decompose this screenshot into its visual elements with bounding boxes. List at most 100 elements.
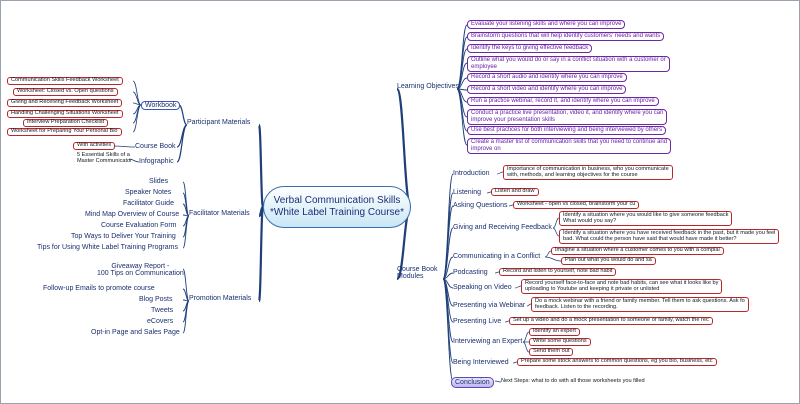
learning-objective-line: Brainstorm questions that will help iden… [471,33,661,39]
branch-course-book-modules[interactable]: Course Book Modules [397,266,437,281]
essential-skills-line2: Master Communicator [77,157,133,164]
leaf-follow-up-emails[interactable]: Follow-up Emails to promote course [43,285,155,292]
connector-note [496,171,504,175]
connector-note [486,191,492,194]
note-speaking-video[interactable]: Record yourself face-to-face and note ba… [521,279,723,294]
learning-objective-line: Conduct a practice live presentation, vi… [471,110,664,116]
module-asking-questions[interactable]: Asking Questions [453,202,508,209]
module-listening[interactable]: Listening [453,189,482,196]
module-introduction[interactable]: Introduction [453,170,490,177]
module-feedback[interactable]: Giving and Receiving Feedback [453,224,552,231]
leaf-slides[interactable]: Slides [149,178,169,185]
learning-objective-item[interactable]: Record a short video and identify where … [467,85,627,95]
central-topic[interactable]: Verbal Communication Skills *White Label… [263,186,411,228]
learning-objective-item[interactable]: Run a practice webinar, record it, and i… [467,97,659,107]
leaf-giveaway-report[interactable]: Giveaway Report - 100 Tips on Communicat… [97,263,184,278]
note-podcasting[interactable]: Record and listen to yourself, note bad … [499,268,617,276]
note-identify-expert[interactable]: Identify an expert [529,328,580,336]
connector-module [442,227,454,280]
leaf-closed-open-worksheet[interactable]: Worksheet: Closed vs. Open questions [13,88,118,96]
modules-title-line1: Course Book [397,266,438,273]
infographic-topic[interactable]: Infographic [139,158,174,165]
learning-objective-item[interactable]: Record a short audio and identify where … [467,73,627,83]
branch-facilitator-materials[interactable]: Facilitator Materials [189,210,250,217]
branch-promotion-materials[interactable]: Promotion Materials [189,295,252,302]
connector-note [544,256,562,262]
giveaway-line2: 100 Tips on Communication [97,270,184,278]
learning-objective-item[interactable]: Create a master list of communication sk… [467,138,672,155]
learning-objective-line: employee [471,64,498,71]
leaf-tweets[interactable]: Tweets [151,307,174,314]
connector-module [442,173,454,280]
note-feedback-received-line1: Identify a situation where you have rece… [563,230,776,236]
note-being-interviewed[interactable]: Prepare some stock answers to common que… [517,358,717,366]
leaf-challenging-worksheet[interactable]: Handling Challenging Situations Workshee… [7,110,123,118]
leaf-blog-posts[interactable]: Blog Posts [139,296,173,303]
course-book-topic[interactable]: Course Book [135,143,176,150]
connector-learning-leaf [456,36,468,90]
module-conclusion[interactable]: Conclusion [451,377,494,389]
note-speaking-video-line1: Record yourself face-to-face and note ba… [525,280,719,286]
note-feedback-give-line1: Identify a situation where you would lik… [563,212,729,218]
leaf-optin-page[interactable]: Opt-in Page and Sales Page [91,329,180,336]
note-feedback-give-line2: What would you say? [563,218,617,225]
module-being-interviewed[interactable]: Being Interviewed [453,359,509,366]
connector-note [494,380,502,383]
central-topic-line1: Verbal Communication Skills [273,194,401,206]
learning-objective-item[interactable]: Identify the keys to giving effective fe… [467,44,593,54]
module-speaking-video[interactable]: Speaking on Video [453,284,512,291]
connector-module [442,256,454,280]
connector-promotion [257,205,265,303]
learning-objective-item[interactable]: Evaluate your listening skills and where… [467,20,626,30]
leaf-facilitator-guide[interactable]: Facilitator Guide [123,200,174,207]
module-podcasting[interactable]: Podcasting [453,269,488,276]
connector-promotion-leaf [182,268,190,302]
branch-learning-objectives[interactable]: Learning Objectives [397,83,459,90]
note-conflict-imagine[interactable]: Imagine a situation where a customer com… [551,247,724,255]
note-introduction[interactable]: Importance of communication in business,… [503,165,673,180]
learning-objective-line: Record a short video and identify where … [471,86,623,92]
leaf-with-activities[interactable]: With activities [73,142,116,150]
note-webinar-line1: Do a mock webinar with a friend or famil… [535,298,745,304]
note-feedback-give[interactable]: Identify a situation where you would lik… [559,211,733,226]
leaf-ecovers[interactable]: eCovers [147,318,174,325]
module-webinar[interactable]: Presenting via Webinar [453,302,526,309]
connector-note [512,361,518,364]
leaf-evaluation-form[interactable]: Course Evaluation Form [101,222,177,229]
connector-infographic [176,124,188,163]
learning-objective-item[interactable]: Use best practices for both interviewing… [467,126,667,136]
leaf-essential-skills[interactable]: 5 Essential Skills of a Master Communica… [77,152,133,165]
leaf-top-ways[interactable]: Top Ways to Deliver Your Training [71,233,176,240]
note-feedback-received[interactable]: Identify a situation where you have rece… [559,229,780,244]
leaf-tips-white-label[interactable]: Tips for Using White Label Training Prog… [37,244,178,251]
connector-note [552,227,560,237]
note-send-out[interactable]: Send them out [529,348,574,356]
leaf-mind-map-overview[interactable]: Mind Map Overview of Course [85,211,180,218]
note-presenting-live[interactable]: Set up a video and do a mock presentatio… [509,317,713,325]
note-asking-questions[interactable]: Worksheet - open vs closed, brainstorm y… [513,201,640,209]
note-webinar[interactable]: Do a mock webinar with a friend or famil… [531,297,749,312]
branch-participant-materials[interactable]: Participant Materials [187,119,251,126]
note-listening[interactable]: Listen and draw [491,188,539,196]
giveaway-line1: Giveaway Report - [111,263,170,270]
learning-objective-item[interactable]: Brainstorm questions that will help iden… [467,32,665,42]
note-write-questions[interactable]: Write some questions [529,338,591,346]
note-conflict-plan[interactable]: Plan out what you would do and sa [561,257,656,265]
learning-objective-item[interactable]: Outline what you would do or say in a co… [467,56,670,73]
workbook-topic[interactable]: Workbook [141,101,181,111]
learning-objective-line: Run a practice webinar, record it, and i… [471,98,655,104]
modules-title-line2: Modules [397,273,424,281]
learning-objective-item[interactable]: Conduct a practice live presentation, vi… [467,109,668,126]
module-conflict[interactable]: Communicating in a Conflict [453,253,541,260]
module-interviewing-expert[interactable]: Interviewing an Expert [453,338,523,345]
connector-note [508,204,514,207]
leaf-speaker-notes[interactable]: Speaker Notes [125,189,172,196]
module-presenting-live[interactable]: Presenting Live [453,318,502,325]
leaf-feedback-worksheet[interactable]: Communication Skills Feedback Worksheet [7,77,123,85]
leaf-interview-checklist[interactable]: Interview Preparation Checklist [23,119,109,127]
leaf-bio-worksheet[interactable]: Worksheet for Preparing Your Personal Bi… [7,128,122,136]
connector-facilitator-leaf [182,215,190,249]
leaf-giving-receiving-worksheet[interactable]: Giving and Receiving Feedback Worksheet [7,99,123,107]
note-conclusion[interactable]: Next Steps: what to do with all those wo… [501,378,645,384]
